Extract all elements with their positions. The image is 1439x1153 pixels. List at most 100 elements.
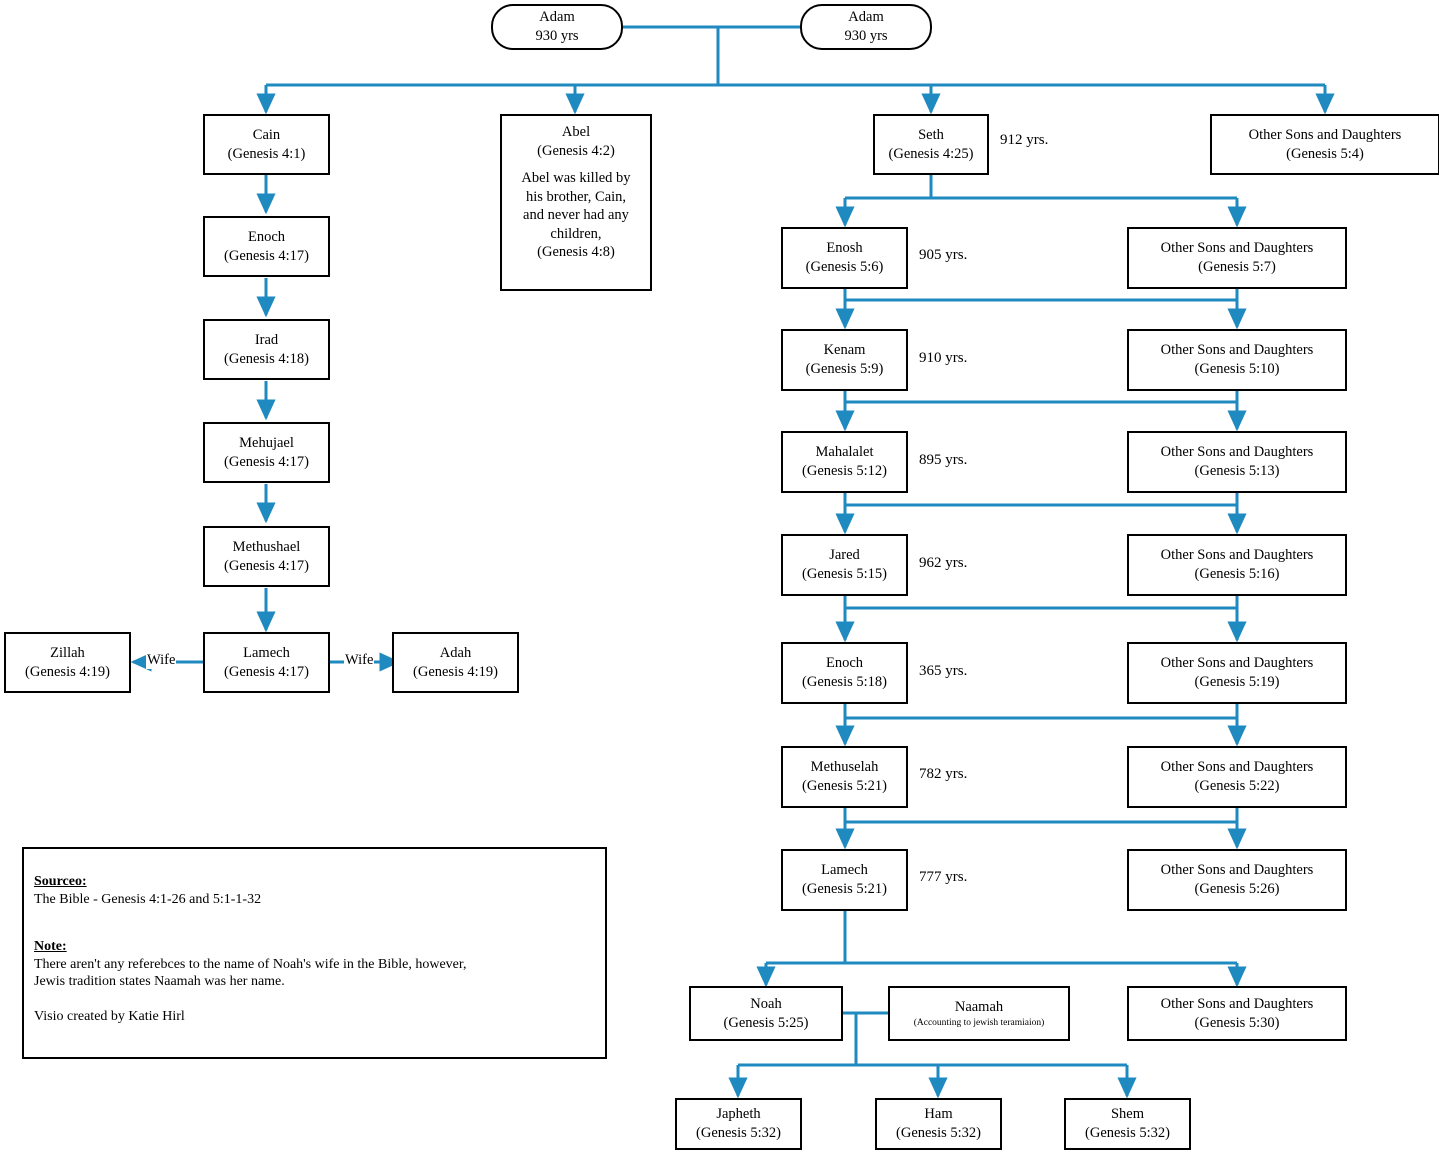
abel-note-line-1: Abel was killed by	[521, 170, 631, 187]
node-label: Jared	[829, 547, 860, 564]
node-other-sons-5-26[interactable]: Other Sons and Daughters (Genesis 5:26)	[1127, 849, 1347, 911]
node-label: Kenam	[823, 342, 866, 359]
node-label: Ham	[924, 1106, 953, 1123]
node-other-sons-5-16[interactable]: Other Sons and Daughters (Genesis 5:16)	[1127, 534, 1347, 596]
node-detail: (Genesis 4:19)	[25, 663, 110, 680]
node-label: Mahalalet	[815, 444, 874, 461]
source-heading: Sourceo:	[34, 874, 87, 889]
years-methuselah: 782 yrs.	[919, 766, 968, 782]
node-label: Naamah	[954, 999, 1004, 1016]
node-detail: (Genesis 5:4)	[1286, 145, 1364, 162]
node-shem[interactable]: Shem (Genesis 5:32)	[1064, 1098, 1191, 1150]
node-cain[interactable]: Cain (Genesis 4:1)	[203, 114, 330, 175]
node-detail: (Genesis 5:9)	[805, 361, 884, 377]
node-ham[interactable]: Ham (Genesis 5:32)	[875, 1098, 1002, 1150]
node-adah[interactable]: Adah (Genesis 4:19)	[392, 632, 519, 693]
node-other-sons-5-30[interactable]: Other Sons and Daughters (Genesis 5:30)	[1127, 986, 1347, 1041]
node-label: Enoch	[825, 655, 864, 672]
node-label: Adah	[439, 644, 472, 661]
node-detail: (Genesis 5:30)	[1194, 1014, 1280, 1031]
node-detail: (Genesis 4:2)	[537, 142, 615, 159]
node-label: Japheth	[716, 1106, 761, 1123]
node-label: Methuselah	[810, 759, 879, 776]
node-detail: (Genesis 5:12)	[802, 463, 887, 479]
node-lamech-cain-line[interactable]: Lamech (Genesis 4:17)	[203, 632, 330, 693]
node-detail: (Genesis 5:6)	[805, 259, 884, 275]
node-detail: (Genesis 5:19)	[1194, 674, 1280, 690]
node-detail: (Genesis 5:15)	[802, 566, 887, 582]
abel-note-line-3: and never had any	[523, 207, 629, 224]
node-jared[interactable]: Jared (Genesis 5:15)	[781, 534, 908, 596]
node-other-sons-5-10[interactable]: Other Sons and Daughters (Genesis 5:10)	[1127, 329, 1347, 391]
node-kenam[interactable]: Kenam (Genesis 5:9)	[781, 329, 908, 391]
node-detail: (Genesis 5:32)	[1085, 1125, 1170, 1141]
node-methushael[interactable]: Methushael (Genesis 4:17)	[203, 526, 330, 587]
node-label: Abel	[561, 124, 591, 140]
node-lamech-seth-line[interactable]: Lamech (Genesis 5:21)	[781, 849, 908, 911]
node-label: Irad	[254, 331, 279, 348]
node-label: Other Sons and Daughters	[1160, 655, 1314, 672]
node-detail: (Genesis 5:18)	[802, 674, 887, 690]
node-detail: (Genesis 4:25)	[888, 145, 974, 162]
node-label: Other Sons and Daughters	[1160, 240, 1314, 257]
node-adam-right[interactable]: Adam 930 yrs	[800, 4, 932, 50]
edge-label-wife-adah: Wife	[344, 652, 375, 669]
node-label: Adam	[539, 9, 575, 26]
node-zillah[interactable]: Zillah (Genesis 4:19)	[4, 632, 131, 693]
node-detail: (Genesis 5:22)	[1194, 778, 1280, 794]
node-detail: (Accounting to jewish teramiaion)	[913, 1017, 1045, 1028]
node-detail: (Genesis 5:26)	[1194, 881, 1280, 897]
node-abel[interactable]: Abel (Genesis 4:2) Abel was killed by hi…	[500, 114, 652, 291]
node-label: Noah	[750, 995, 782, 1012]
node-label: Other Sons and Daughters	[1160, 862, 1314, 879]
node-label: Lamech	[821, 862, 868, 879]
source-text: The Bible - Genesis 4:1-26 and 5:1-1-32	[34, 892, 262, 907]
node-enoch-seth-line[interactable]: Enoch (Genesis 5:18)	[781, 642, 908, 704]
node-detail: (Genesis 5:16)	[1194, 566, 1280, 582]
node-japheth[interactable]: Japheth (Genesis 5:32)	[675, 1098, 802, 1150]
abel-note-line-4: children,	[550, 225, 602, 242]
node-label: Cain	[252, 126, 281, 143]
node-other-sons-5-7[interactable]: Other Sons and Daughters (Genesis 5:7)	[1127, 227, 1347, 289]
note-line-1: There aren't any referebces to the name …	[34, 957, 467, 972]
node-detail: (Genesis 5:25)	[723, 1014, 809, 1031]
node-label: Other Sons and Daughters	[1248, 126, 1402, 143]
node-methuselah[interactable]: Methuselah (Genesis 5:21)	[781, 746, 908, 808]
node-label: Enosh	[826, 240, 863, 257]
node-irad[interactable]: Irad (Genesis 4:18)	[203, 319, 330, 380]
spacer	[34, 910, 605, 940]
node-detail: (Genesis 4:17)	[224, 663, 309, 680]
years-jared: 962 yrs.	[919, 555, 968, 571]
node-detail: (Genesis 5:32)	[896, 1125, 981, 1141]
node-mehujael[interactable]: Mehujael (Genesis 4:17)	[203, 422, 330, 483]
node-label: Seth	[918, 126, 944, 143]
node-detail: (Genesis 4:1)	[227, 145, 306, 162]
node-adam-left[interactable]: Adam 930 yrs	[491, 4, 623, 50]
node-detail: (Genesis 4:17)	[224, 453, 309, 470]
node-label: Shem	[1110, 1106, 1145, 1123]
years-enoch-seth-line: 365 yrs.	[919, 663, 968, 679]
years-kenam: 910 yrs.	[919, 350, 968, 366]
years-mahalalet: 895 yrs.	[919, 452, 968, 468]
abel-note-line-2: his brother, Cain,	[525, 188, 627, 205]
note-heading: Note:	[34, 939, 67, 954]
node-detail: (Genesis 4:17)	[224, 557, 309, 574]
node-detail: (Genesis 4:19)	[413, 663, 498, 680]
edge-label-wife-zillah: Wife	[146, 652, 177, 669]
node-naamah[interactable]: Naamah (Accounting to jewish teramiaion)	[888, 986, 1070, 1041]
node-seth[interactable]: Seth (Genesis 4:25)	[873, 114, 989, 175]
node-label: Adam	[848, 9, 884, 26]
years-lamech-seth-line: 777 yrs.	[919, 869, 968, 885]
node-label: Other Sons and Daughters	[1160, 547, 1314, 564]
node-mahalalet[interactable]: Mahalalet (Genesis 5:12)	[781, 431, 908, 493]
node-detail: (Genesis 5:7)	[1198, 259, 1276, 275]
node-enoch-cain-line[interactable]: Enoch (Genesis 4:17)	[203, 216, 330, 277]
node-other-sons-5-13[interactable]: Other Sons and Daughters (Genesis 5:13)	[1127, 431, 1347, 493]
node-enosh[interactable]: Enosh (Genesis 5:6)	[781, 227, 908, 289]
node-detail: (Genesis 5:32)	[696, 1125, 781, 1141]
node-other-sons-5-22[interactable]: Other Sons and Daughters (Genesis 5:22)	[1127, 746, 1347, 808]
node-detail: (Genesis 5:21)	[802, 778, 887, 794]
node-other-sons-5-19[interactable]: Other Sons and Daughters (Genesis 5:19)	[1127, 642, 1347, 704]
node-noah[interactable]: Noah (Genesis 5:25)	[689, 986, 843, 1041]
node-other-sons-5-4[interactable]: Other Sons and Daughters (Genesis 5:4)	[1210, 114, 1439, 175]
